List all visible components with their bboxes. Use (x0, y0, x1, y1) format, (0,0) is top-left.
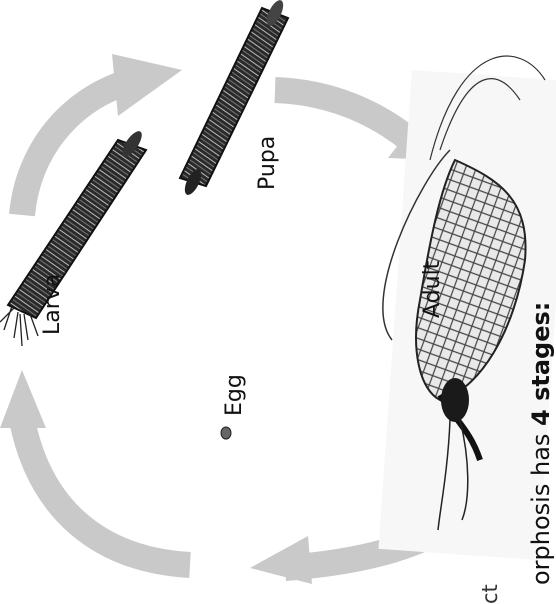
arrowhead-to-pupa (112, 54, 182, 116)
stage-label-larva: Larva (40, 274, 65, 335)
side-caption-bold: 4 stages: (527, 302, 555, 426)
egg-illustration (221, 427, 231, 439)
life-cycle-diagram (0, 0, 556, 585)
stage-label-egg: Egg (222, 374, 247, 416)
arrowhead-to-egg (250, 536, 312, 584)
arrow-pupa-to-adult (275, 90, 410, 140)
arrowhead-to-larva (0, 370, 46, 428)
side-caption-prefix: orphosis has (527, 426, 555, 585)
larva-illustration (0, 128, 146, 346)
cropped-text-fragment: ct (478, 584, 502, 604)
stage-label-pupa: Pupa (255, 136, 280, 190)
arrow-egg-to-larva (22, 420, 190, 565)
side-caption: orphosis has 4 stages: (527, 302, 555, 585)
stage-label-adult: Adult (420, 261, 445, 318)
